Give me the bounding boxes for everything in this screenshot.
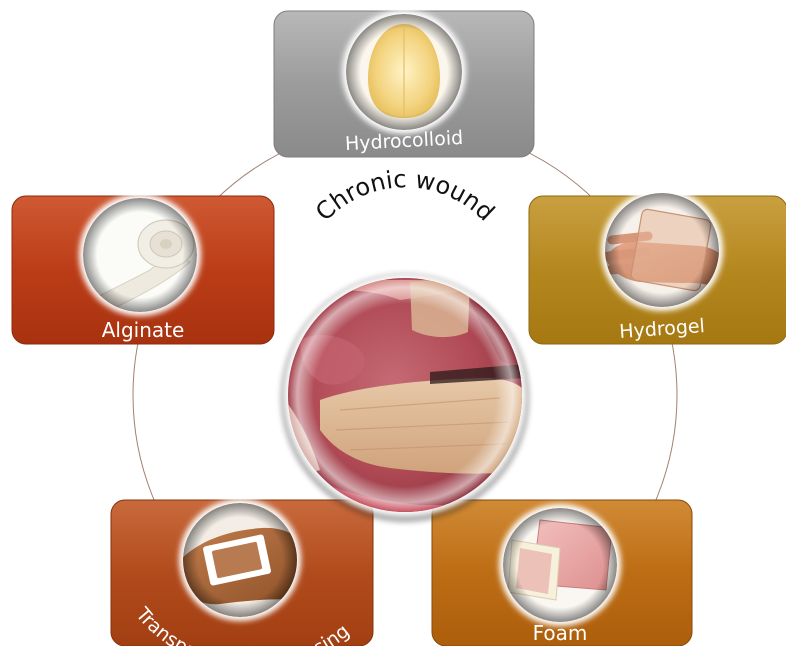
- node-foam: Foam: [432, 500, 692, 646]
- node-hydrocolloid: Hydrocolloid: [274, 10, 534, 157]
- node-alginate: Alginate: [12, 194, 274, 344]
- center-title: Chronic wound: [310, 165, 500, 226]
- alginate-label: Alginate: [102, 318, 185, 342]
- center-chronic-wound: Chronic wound: [281, 165, 529, 522]
- node-transparent-film: Transparent film dressing: [111, 499, 373, 646]
- foam-label: Foam: [533, 621, 588, 645]
- node-hydrogel: Hydrogel: [529, 189, 786, 344]
